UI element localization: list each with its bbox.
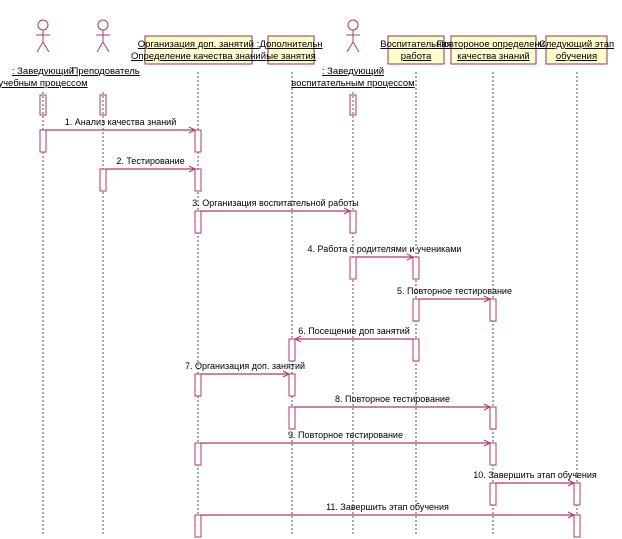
actor-icon	[37, 19, 49, 31]
arrowhead-icon	[567, 479, 576, 487]
message-10: 10. Завершить этап обучения	[473, 470, 597, 506]
participant-name: качества знаний	[457, 51, 529, 62]
participant-name: ые занятия	[266, 51, 316, 62]
activation-bar	[194, 514, 202, 538]
participant-name: Организация доп. занятий :	[138, 39, 259, 50]
message-label: 9. Повторное тестирование	[288, 430, 403, 440]
actor-icon	[97, 19, 109, 31]
object-box	[450, 35, 537, 65]
message-label: 6. Посещение доп занятий	[298, 326, 410, 336]
object-box	[545, 35, 608, 65]
activation-bar	[349, 256, 357, 280]
activation-bar	[99, 168, 107, 192]
object-box	[144, 35, 253, 65]
activation-bar	[194, 168, 202, 192]
participant-name: Определение качества знаний	[131, 51, 266, 62]
participant-name: : Заведующий	[12, 66, 74, 77]
participant-name: работа	[401, 51, 432, 62]
message-4: 4. Работа с родителями и учениками	[308, 244, 462, 280]
participant-name: Воспитательная	[380, 39, 452, 50]
message-8: 8. Повторное тестирование	[288, 394, 497, 430]
message-6: 6. Посещение доп занятий	[288, 326, 420, 362]
message-1: 1. Анализ качества знаний	[39, 117, 202, 153]
activation-bar	[412, 298, 420, 322]
participant-name: : Заведующий	[322, 66, 384, 77]
message-label: 4. Работа с родителями и учениками	[308, 244, 462, 254]
arrowhead-icon	[343, 207, 352, 215]
message-label: 3. Организация воспитательной работы	[192, 198, 358, 208]
message-9: 9. Повторное тестирование	[194, 430, 497, 466]
activation-bar	[288, 373, 296, 397]
message-label: 2. Тестирование	[116, 156, 184, 166]
message-2: 2. Тестирование	[99, 156, 202, 192]
participant-name: учебным процессом	[0, 78, 88, 89]
arrowhead-icon	[483, 295, 492, 303]
message-label: 10. Завершить этап обучения	[473, 470, 597, 480]
arrowhead-icon	[188, 165, 197, 173]
activation-bar	[489, 298, 497, 322]
arrowhead-icon	[483, 403, 492, 411]
message-label: 7. Организация доп. занятий	[185, 361, 305, 371]
arrowhead-icon	[293, 335, 302, 343]
actor-body	[36, 30, 50, 53]
message-label: 5. Повторное тестирование	[397, 286, 512, 296]
activation-bar	[412, 338, 420, 362]
participant-name: : Преподователь	[66, 66, 139, 77]
arrowhead-icon	[406, 253, 415, 261]
actor-icon	[347, 19, 359, 31]
activation-bar	[39, 129, 47, 153]
message-11: 11. Завершить этап обучения	[194, 502, 581, 538]
activation-bar	[288, 406, 296, 430]
activation-bar	[489, 406, 497, 430]
participant-name: Дополнительн	[259, 39, 322, 50]
activation-bar	[573, 514, 581, 538]
actor-body	[346, 30, 360, 53]
activation-bar	[194, 442, 202, 466]
arrowhead-icon	[188, 126, 197, 134]
participant-name: Следующий этап	[539, 39, 614, 50]
participant-1: : Преподователь	[66, 19, 140, 535]
participant-name: воспитательным процессом	[291, 78, 414, 89]
activation-bar	[489, 482, 497, 506]
message-label: 1. Анализ качества знаний	[65, 117, 176, 127]
object-box	[387, 35, 445, 65]
activation-bar	[194, 129, 202, 153]
message-label: 8. Повторное тестирование	[335, 394, 450, 404]
object-box	[267, 35, 315, 65]
activation-bar	[194, 210, 202, 234]
arrowhead-icon	[282, 370, 291, 378]
arrowhead-icon	[567, 511, 576, 519]
activation-bar	[194, 373, 202, 397]
actor-body	[96, 30, 110, 53]
participant-name: Повтороное определение	[437, 39, 550, 50]
message-5: 5. Повторное тестирование	[397, 286, 512, 322]
message-label: 11. Завершить этап обучения	[326, 502, 449, 512]
participant-name: обучения	[556, 51, 597, 62]
activation-bar	[288, 338, 296, 362]
activation-bar	[489, 442, 497, 466]
arrowhead-icon	[483, 439, 492, 447]
activation-bar	[573, 482, 581, 506]
activation-bar	[412, 256, 420, 280]
message-3: 3. Организация воспитательной работы	[192, 198, 359, 234]
activation-bar	[349, 210, 357, 234]
message-7: 7. Организация доп. занятий	[185, 361, 305, 397]
